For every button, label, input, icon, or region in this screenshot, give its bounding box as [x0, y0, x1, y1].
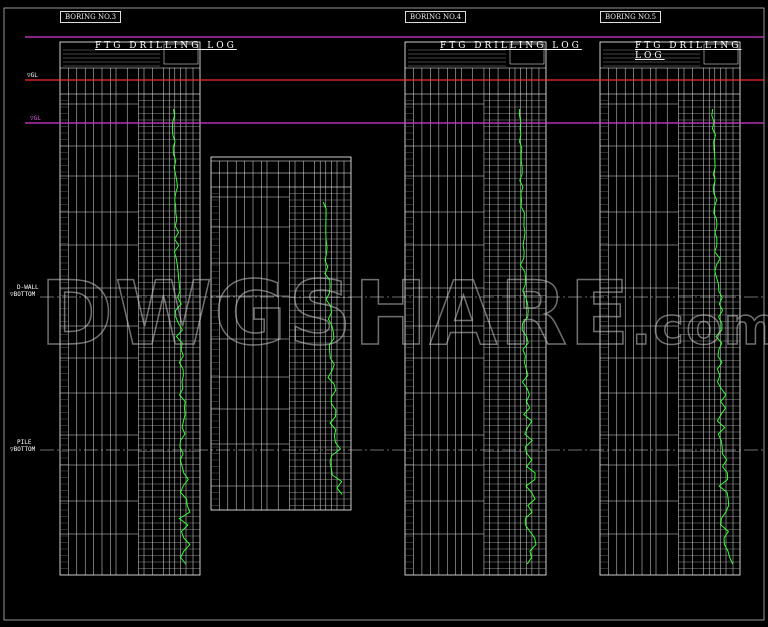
spt-curve-continuation [322, 201, 343, 495]
spt-curve-5 [711, 108, 734, 565]
boring-log-5 [599, 41, 741, 576]
dwall-bottom-label-2: ▽BOTTOM [10, 291, 36, 298]
boring-log-3 [59, 41, 201, 576]
boring-label-3: BORING NO.3 [60, 11, 122, 23]
watermark: DWGSHARE.com [39, 261, 768, 366]
dwall-bottom-label-1: D-WALL [17, 284, 39, 291]
spt-curve-4 [518, 108, 537, 565]
drawing-frame [3, 7, 765, 621]
pile-bottom-label-1: PILE [17, 439, 32, 446]
log-title-4: FTG DRILLING LOG [440, 41, 582, 51]
boring-label-4: BORING NO.4 [405, 11, 467, 23]
log-title-3: FTG DRILLING LOG [95, 41, 237, 51]
boring-label-5: BORING NO.5 [600, 11, 662, 23]
pile-bottom-label-2: ▽BOTTOM [10, 446, 36, 453]
ground-level-label: ▽GL [27, 72, 38, 79]
boring-log-4 [404, 41, 547, 576]
boring-log-continuation [210, 156, 352, 511]
log-title-5: FTG DRILLING LOG [635, 41, 742, 61]
water-level-label: ▽GL [30, 115, 41, 122]
spt-curve-3 [171, 108, 191, 565]
